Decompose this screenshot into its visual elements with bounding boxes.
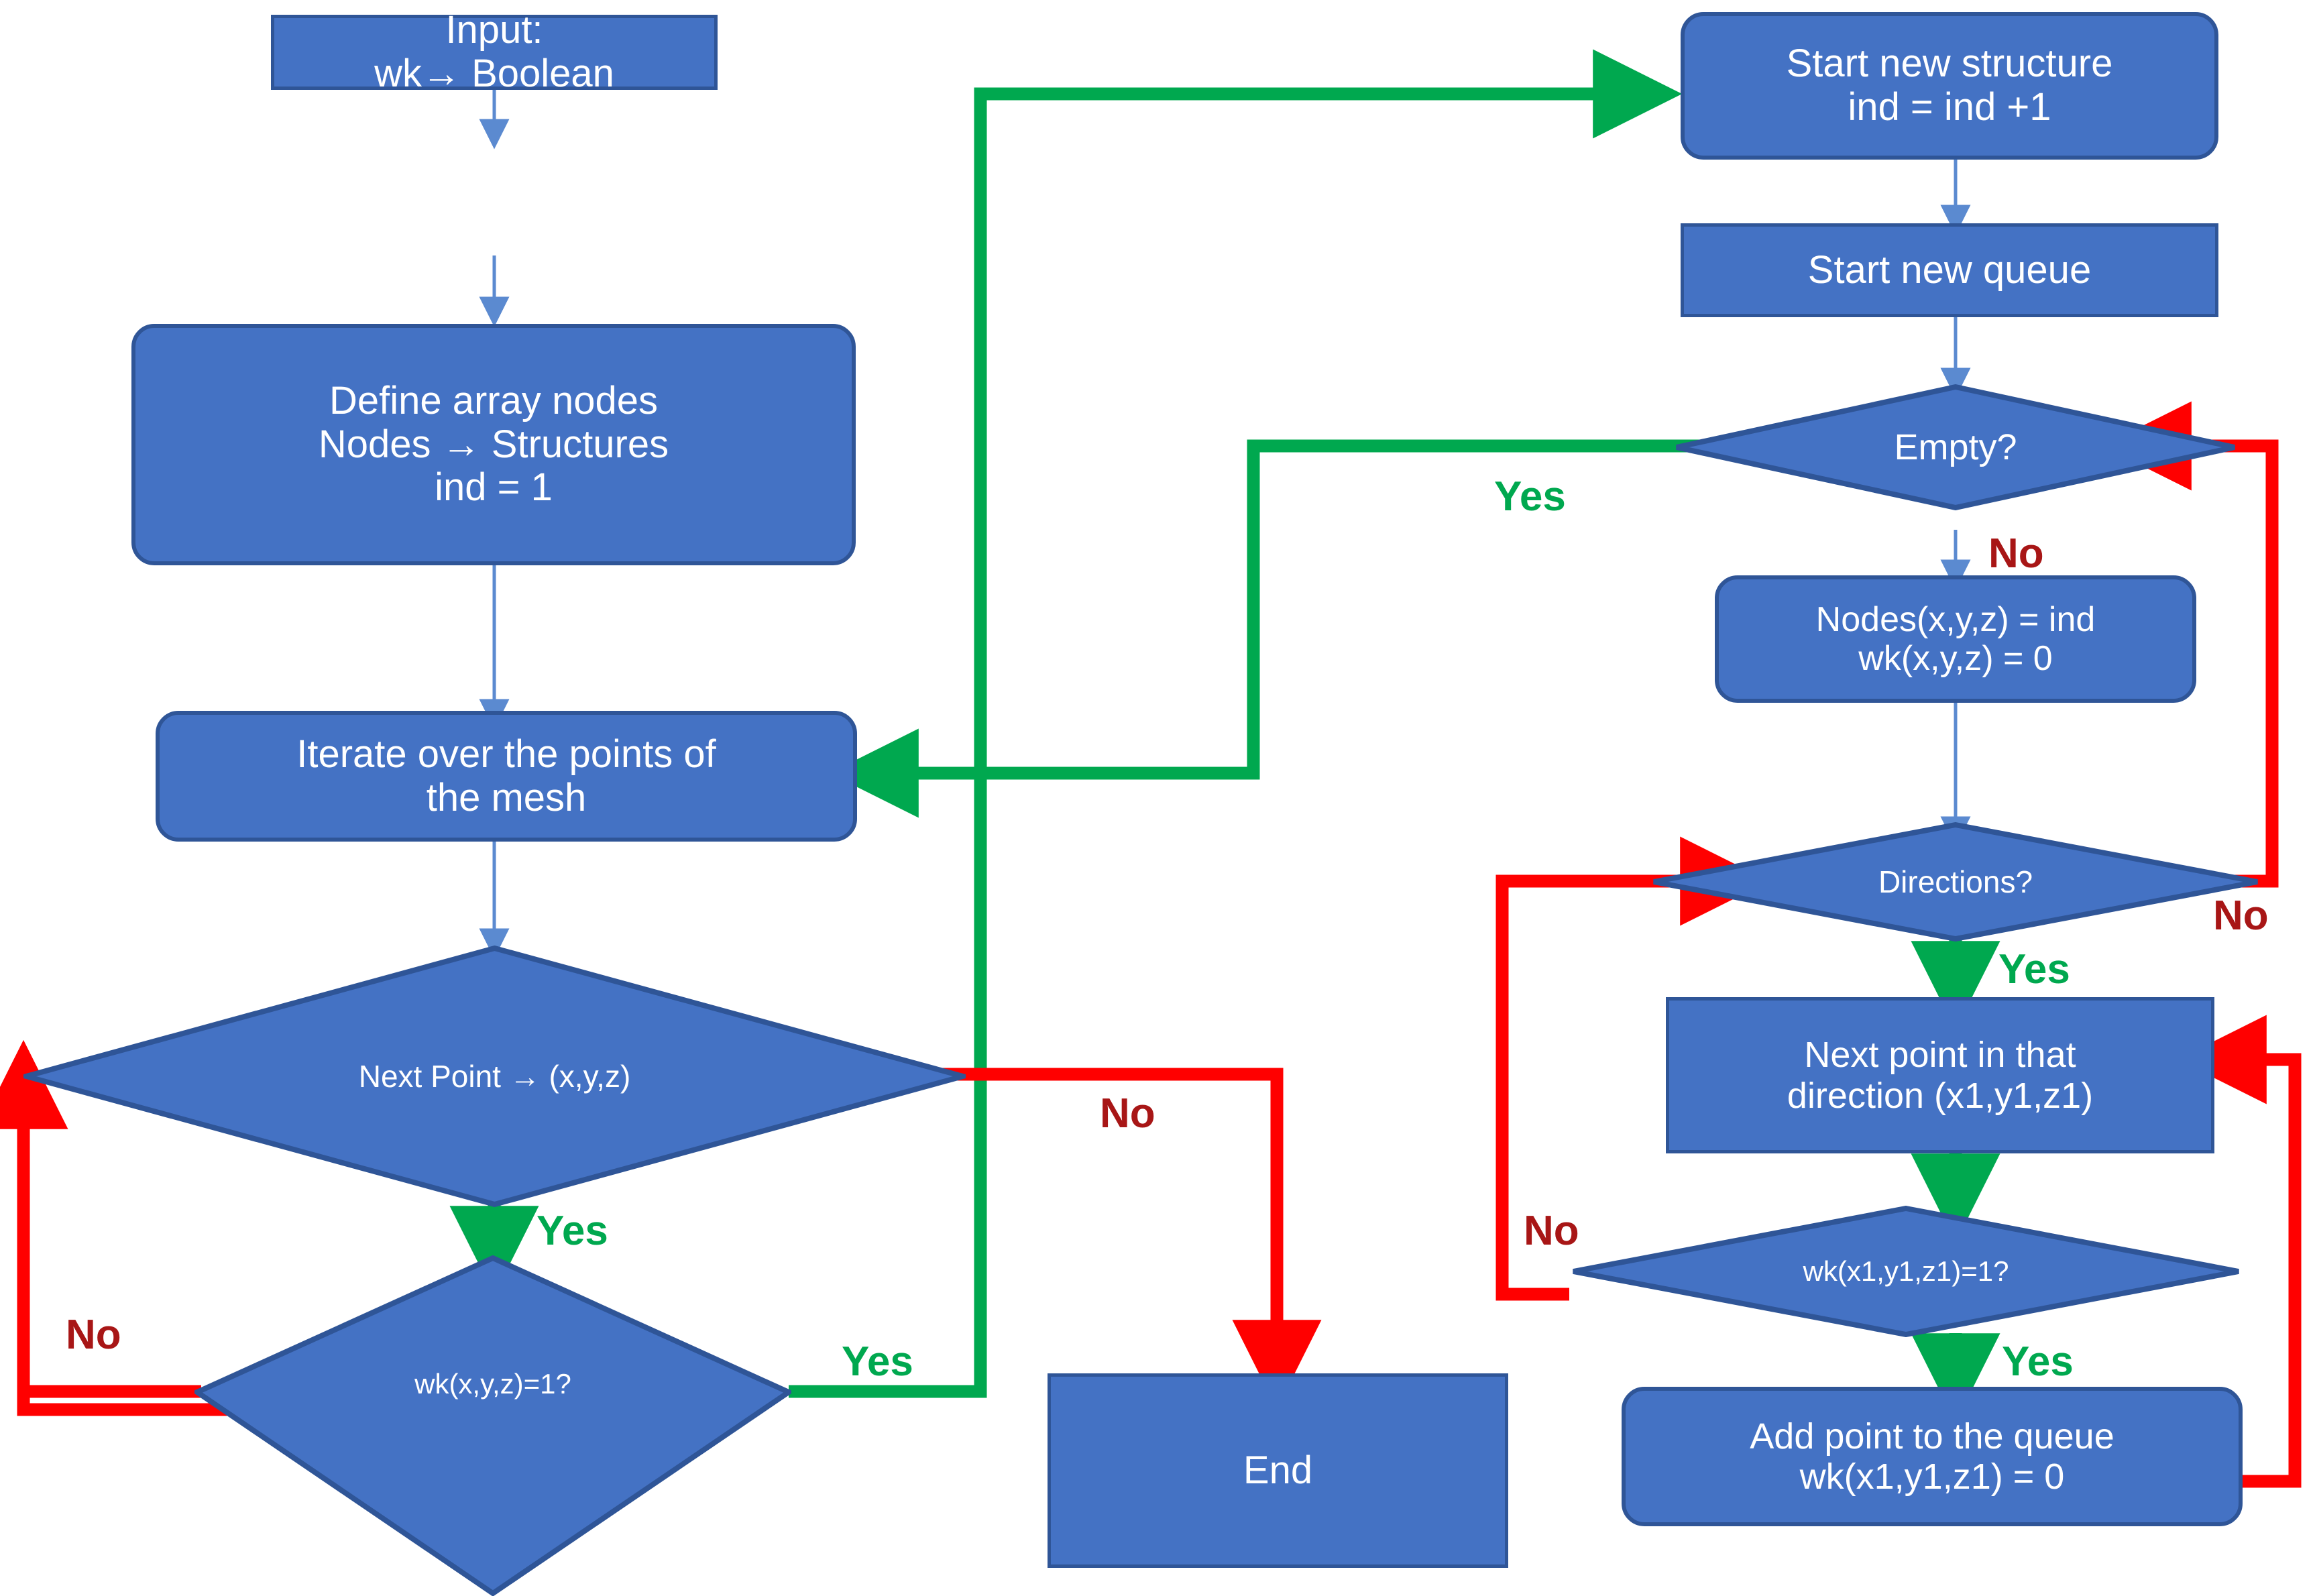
green-yes-path-empty-to-iterate <box>829 439 1784 818</box>
node-iterate-mesh-text: Iterate over the points of the mesh <box>160 732 853 820</box>
node-define-array-line2: Nodes → Structures <box>318 422 669 466</box>
edge-label-next-point-yes: Yes <box>537 1208 608 1254</box>
red-loop-add-queue-to-next-point <box>2177 1015 2302 1488</box>
node-input[interactable]: Input: wk→ Boolean <box>271 8 718 95</box>
node-start-queue-text: Start new queue <box>1807 247 2092 292</box>
node-directions-label: Directions? <box>1878 864 2033 899</box>
node-directions[interactable]: Directions? <box>1651 822 2260 942</box>
red-no-loop-wk1-to-directions <box>1495 836 1770 1301</box>
node-input-line1: Input: <box>445 8 543 52</box>
diamond-shape <box>1573 1206 2239 1337</box>
node-next-dir-point-text: Next point in that direction (x1,y1,z1) <box>1669 1035 2211 1116</box>
node-iterate-mesh[interactable]: Iterate over the points of the mesh <box>156 711 857 842</box>
node-nodes-assign-line1: Nodes(x,y,z) = ind <box>1815 600 2096 639</box>
edge-label-empty-no: No <box>1988 530 2044 577</box>
node-add-queue[interactable]: Add point to the queue wk(x1,y1,z1) = 0 <box>1622 1387 2243 1526</box>
node-wk-x1y1z1[interactable]: wk(x1,y1,z1)=1? <box>1571 1206 2241 1337</box>
node-nodes-assign-text: Nodes(x,y,z) = ind wk(x,y,z) = 0 <box>1719 600 2192 678</box>
node-iterate-line1: Iterate over the points of <box>296 732 716 776</box>
node-add-queue-line2: wk(x1,y1,z1) = 0 <box>1799 1457 2065 1497</box>
node-define-array-line1: Define array nodes <box>329 378 659 422</box>
edge-label-directions-yes: Yes <box>1998 946 2070 992</box>
node-wk-x1y1z1-label: wk(x1,y1,z1)=1? <box>1803 1255 2009 1287</box>
node-wk-xyz[interactable]: wk(x,y,z)=1? <box>194 1255 791 1596</box>
edge-label-wk1-no: No <box>1524 1208 1579 1254</box>
edge-label-empty-yes: Yes <box>1494 473 1566 520</box>
node-add-queue-line1: Add point to the queue <box>1750 1416 2114 1457</box>
edge-label-to-end-no: No <box>1100 1090 1155 1137</box>
node-add-queue-text: Add point to the queue wk(x1,y1,z1) = 0 <box>1626 1416 2239 1497</box>
node-next-point[interactable]: Next Point → (x,y,z) <box>23 946 966 1207</box>
node-define-array-text: Define array nodes Nodes → Structures in… <box>135 378 852 510</box>
node-start-structure[interactable]: Start new structure ind = ind +1 <box>1681 12 2218 160</box>
node-next-point-label: Next Point → (x,y,z) <box>358 1059 631 1094</box>
edge-label-directions-no: No <box>2213 893 2269 939</box>
node-next-dir-line2: direction (x1,y1,z1) <box>1787 1075 2094 1116</box>
red-no-path-to-end <box>919 1068 1322 1410</box>
node-end-text: End <box>1243 1448 1313 1492</box>
node-end[interactable]: End <box>1048 1373 1508 1568</box>
node-start-structure-line1: Start new structure <box>1786 42 2113 86</box>
node-input-text: Input: wk→ Boolean <box>274 8 714 96</box>
node-nodes-assign-line2: wk(x,y,z) = 0 <box>1858 639 2053 678</box>
node-iterate-line2: the mesh <box>426 775 587 819</box>
diamond-shape <box>23 946 966 1207</box>
edge-label-wk-xyz-no: No <box>66 1312 121 1358</box>
node-input-line2: wk→ Boolean <box>374 52 614 95</box>
edge-label-wk-xyz-yes: Yes <box>842 1338 913 1385</box>
edge-label-wk1-yes: Yes <box>2002 1338 2074 1385</box>
node-start-structure-text: Start new structure ind = ind +1 <box>1685 42 2214 129</box>
node-next-dir-line1: Next point in that <box>1804 1035 2076 1076</box>
node-nodes-assign[interactable]: Nodes(x,y,z) = ind wk(x,y,z) = 0 <box>1715 575 2196 703</box>
node-start-queue[interactable]: Start new queue <box>1681 223 2218 317</box>
green-yes-path-to-start-structure <box>789 49 1683 1398</box>
node-wk-xyz-label: wk(x,y,z)=1? <box>414 1368 571 1400</box>
node-start-structure-line2: ind = ind +1 <box>1848 85 2051 129</box>
node-empty-label: Empty? <box>1894 427 2017 467</box>
node-next-dir-point[interactable]: Next point in that direction (x1,y1,z1) <box>1666 997 2214 1153</box>
diamond-shape <box>194 1255 791 1596</box>
node-empty[interactable]: Empty? <box>1674 384 2237 510</box>
node-define-array-line3: ind = 1 <box>435 465 553 510</box>
node-define-array[interactable]: Define array nodes Nodes → Structures in… <box>131 324 856 565</box>
